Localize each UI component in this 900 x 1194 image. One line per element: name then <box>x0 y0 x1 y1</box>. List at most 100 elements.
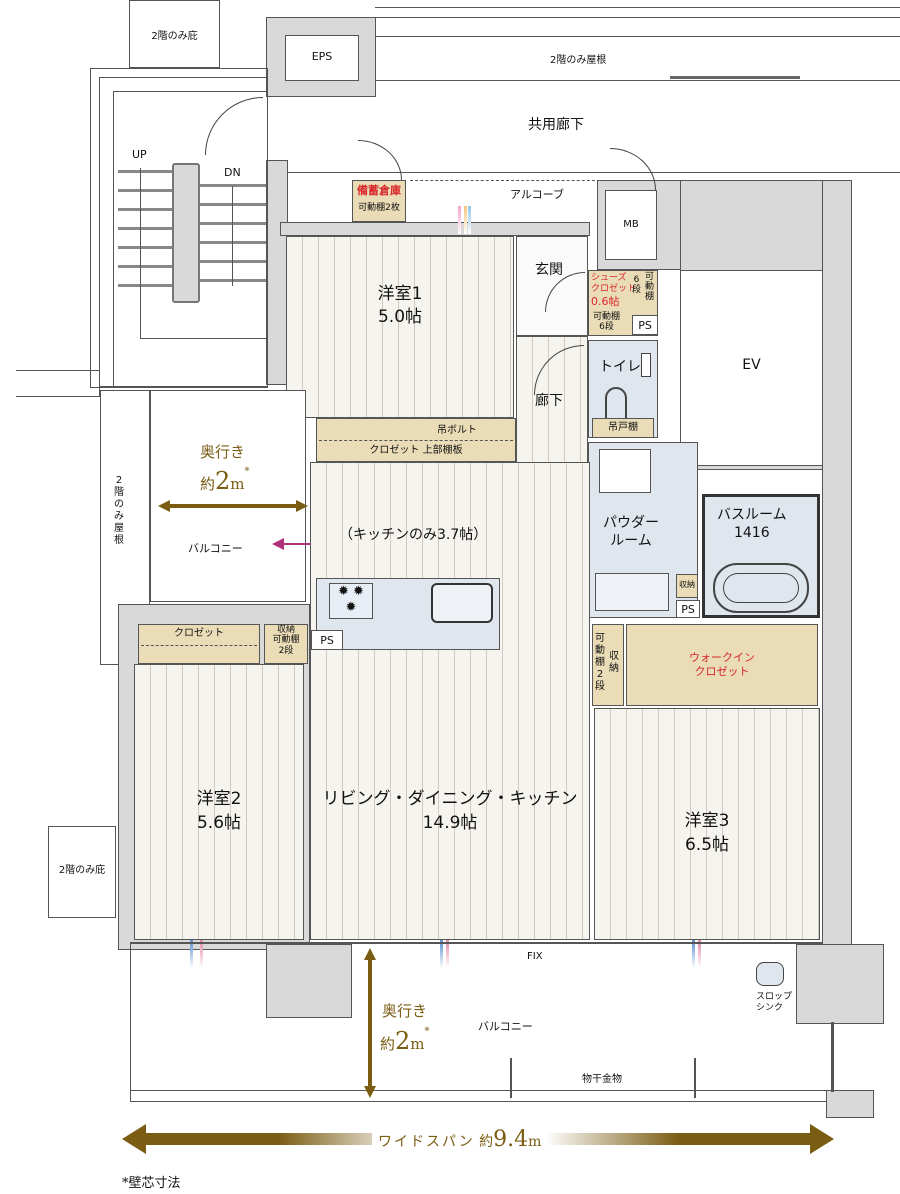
western-room-2: 洋室2 5.6帖 <box>134 664 304 940</box>
footnote: *壁芯寸法 <box>122 1176 181 1191</box>
balcony-divider <box>831 1022 834 1092</box>
shoe-closet-title: シューズ クロゼット 0.6帖 <box>591 273 637 308</box>
kitchen-note: （キッチンのみ3.7帖） <box>339 527 488 543</box>
washer-icon <box>599 449 651 493</box>
side-balcony <box>150 390 306 602</box>
bathroom: バスルーム 1416 <box>702 494 820 618</box>
entrance: 玄関 <box>516 236 588 336</box>
side-depth-arrow <box>158 500 308 512</box>
storage-3: 可 動 棚 2 段 収 納 <box>592 624 624 706</box>
sink-icon <box>431 583 493 623</box>
stairwell <box>90 68 268 388</box>
powder-storage-label: 収納 <box>679 580 695 589</box>
mb-label: MB <box>623 219 639 230</box>
emergency-storage-note: 可動棚2枚 <box>358 203 400 213</box>
storage-3-right: 収 納 <box>609 651 619 674</box>
unit-wall-top <box>280 222 590 236</box>
storage-door[interactable] <box>358 140 402 180</box>
western-room-2-size: 5.6帖 <box>196 813 242 833</box>
walk-in-closet-label: ウォークイン クロゼット <box>689 651 755 678</box>
corridor-edge <box>288 172 900 173</box>
ev-shaft: EV <box>680 270 823 466</box>
fix-label: FIX <box>527 951 543 962</box>
ldk-size: 14.9帖 <box>422 813 478 833</box>
balcony-rail <box>130 1090 830 1102</box>
hanger-post-left <box>510 1058 512 1098</box>
wide-span-label: ワイドスパン 約9.4m <box>372 1126 548 1154</box>
roof-top-label: 2階のみ屋根 <box>550 55 607 66</box>
roof-top: 2階のみ屋根 <box>375 7 900 81</box>
western-room-1-name: 洋室1 <box>377 284 423 304</box>
stairs-core <box>172 163 200 303</box>
powder-room-label: パウダー ルーム <box>603 515 659 549</box>
shoe-closet: シューズ クロゼット 0.6帖 6 段 可 動 棚 可動棚 6段 <box>588 270 658 336</box>
closet-2: クロゼット <box>138 624 260 664</box>
shoe-closet-bottom: 可動棚 6段 <box>593 312 621 332</box>
balcony-corner <box>826 1090 874 1118</box>
western-room-1: 洋室1 5.0帖 <box>286 236 514 418</box>
toilet-label: トイレ <box>599 359 641 375</box>
mb-door[interactable] <box>610 148 656 190</box>
western-room-3: 洋室3 6.5帖 <box>594 708 820 940</box>
main-balcony-label: バルコニー <box>478 1020 533 1033</box>
stairs-up-label: UP <box>132 148 147 161</box>
ps-entrance: PS <box>632 315 658 335</box>
western-room-3-name: 洋室3 <box>684 811 730 831</box>
storage-2: 収納 可動棚 2段 <box>264 624 308 664</box>
main-depth-arrow <box>364 948 376 1098</box>
alcove-dashline <box>410 180 610 181</box>
mb-room: MB <box>605 190 657 260</box>
storage-3-left: 可 動 棚 2 段 <box>595 633 605 692</box>
side-roof-label: 2階のみ屋根 <box>114 475 124 546</box>
corridor-label: 共用廊下 <box>528 117 584 133</box>
hallway: 廊下 <box>516 336 588 466</box>
emergency-storage: 備蓄倉庫 可動棚2枚 <box>352 180 406 222</box>
slop-sink-label: スロップ シンク <box>756 992 793 1013</box>
slop-sink-icon <box>756 962 784 986</box>
side-depth-title: 奥行き <box>200 443 246 461</box>
toilet-cabinet-label: 吊戸棚 <box>608 422 638 433</box>
ldk-name: リビング・ダイニング・キッチン <box>322 789 578 809</box>
storage-2-label: 収納 可動棚 2段 <box>272 625 300 656</box>
clothes-hanger-label: 物干金物 <box>582 1074 622 1085</box>
eps-room: EPS <box>285 35 359 81</box>
ps-powder: PS <box>676 600 700 618</box>
shoe-closet-shelf-count: 6 段 <box>632 275 642 295</box>
toilet-sink-icon <box>641 353 651 377</box>
bathroom-label: バスルーム 1416 <box>717 507 787 541</box>
ldk: （キッチンのみ3.7帖） リビング・ダイニング・キッチン 14.9帖 <box>310 462 590 940</box>
kitchen-counter: ✹ ✹✹ <box>316 578 500 650</box>
left-ledge <box>16 370 100 397</box>
closet-1: 吊ボルト クロゼット 上部棚板 <box>316 418 516 462</box>
main-depth-title: 奥行き <box>382 1002 428 1020</box>
vanity-icon <box>595 573 669 611</box>
shoe-closet-adjustable: 可 動 棚 <box>645 272 655 302</box>
western-room-1-size: 5.0帖 <box>377 307 423 327</box>
right-outer-wall <box>822 180 852 960</box>
balcony-outline <box>130 944 131 1102</box>
ps-kitchen: PS <box>311 630 343 650</box>
bathtub-icon <box>713 563 809 613</box>
balcony-wall-left <box>266 944 352 1018</box>
core-wall-left <box>266 160 288 385</box>
western-room-3-size: 6.5帖 <box>684 835 730 855</box>
eaves-top: 2階のみ庇 <box>129 0 220 68</box>
eaves-left-label: 2階のみ庇 <box>58 865 106 876</box>
side-depth-value: 約2m* <box>200 466 250 495</box>
closet-2-label: クロゼット <box>174 628 224 639</box>
eaves-left: 2階のみ庇 <box>48 826 116 918</box>
closet-upper-shelf-label: クロゼット 上部棚板 <box>369 445 463 456</box>
main-depth-value: 約2m* <box>380 1026 430 1055</box>
balcony-wall-right <box>796 944 884 1024</box>
stove-icon: ✹ ✹✹ <box>329 583 373 619</box>
stairs-dn-label: DN <box>224 166 241 179</box>
entrance-label: 玄関 <box>535 262 563 278</box>
eps-label: EPS <box>311 50 333 63</box>
alcove-label: アルコーブ <box>510 188 565 201</box>
emergency-storage-title: 備蓄倉庫 <box>357 184 401 197</box>
toilet-cabinet: 吊戸棚 <box>592 418 654 438</box>
walk-in-closet: ウォークイン クロゼット <box>626 624 818 706</box>
ev-label: EV <box>742 357 761 373</box>
facade-line <box>130 942 822 944</box>
hallway-label: 廊下 <box>535 393 563 409</box>
